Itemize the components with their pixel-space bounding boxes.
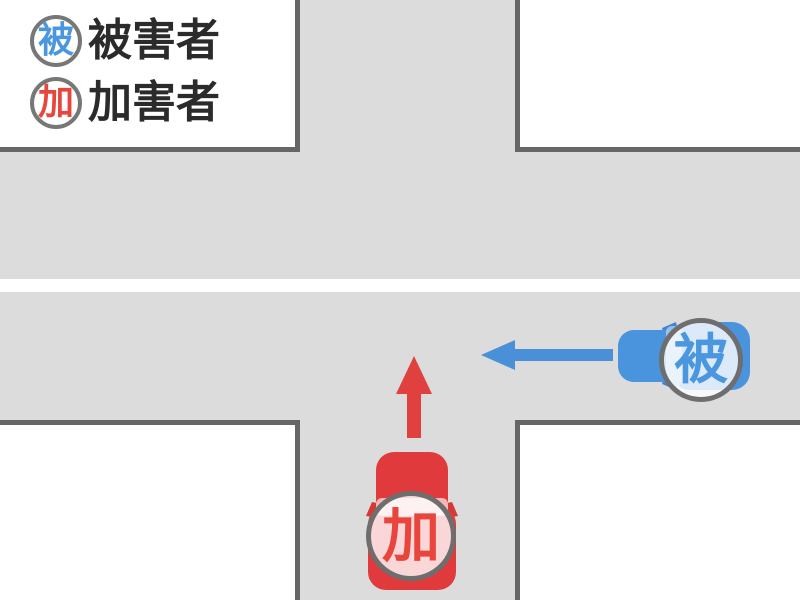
road-center-line: [0, 279, 800, 292]
legend-badge-offender-icon: 加: [30, 77, 82, 129]
victim-car-badge: 被: [659, 318, 743, 402]
legend-badge-victim-icon: 被: [30, 15, 82, 67]
legend-item-offender: 加 加害者: [30, 72, 300, 134]
victim-direction-arrow-icon: [481, 340, 613, 370]
block-bottom-right: [515, 420, 800, 600]
legend-label-offender: 加害者: [88, 77, 220, 128]
block-top-right: [515, 0, 800, 152]
legend-label-victim: 被害者: [88, 15, 220, 66]
offender-direction-arrow-icon: [396, 356, 432, 438]
legend-item-victim: 被 被害者: [30, 10, 300, 72]
offender-car-badge: 加: [366, 491, 456, 581]
legend: 被 被害者 加 加害者: [0, 0, 300, 152]
block-bottom-left: [0, 420, 300, 600]
